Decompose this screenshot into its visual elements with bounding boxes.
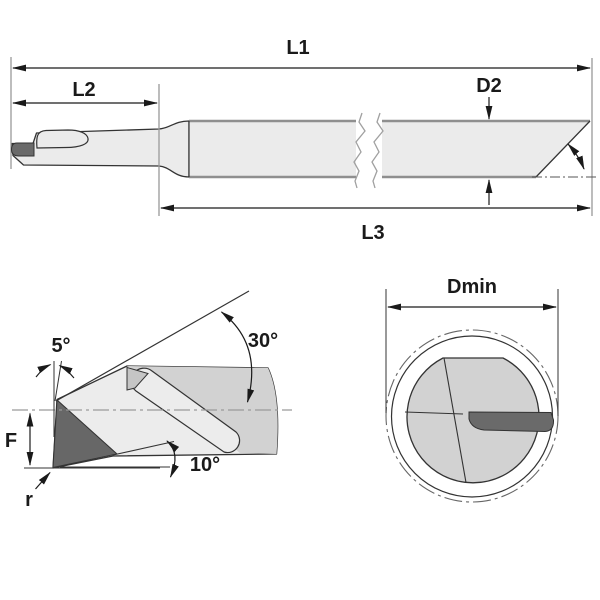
head-flute (36, 129, 89, 149)
break-squiggle-right (371, 112, 384, 189)
point-angle-label: 30° (248, 330, 278, 352)
point-angle-callout: 30° (55, 290, 278, 403)
back-taper-label: 5° (51, 335, 70, 357)
side-view: L1 L2 L3 D2 (10, 37, 597, 244)
f-label: F (5, 430, 17, 452)
dmin-label: Dmin (447, 276, 497, 298)
dimension-l1: L1 (12, 37, 591, 72)
dimension-f: F (5, 412, 160, 469)
clearance-angle-callout: 10° (60, 440, 220, 478)
section-chord-line (443, 357, 467, 483)
section-radius-line (404, 411, 464, 415)
cutting-edge-front (468, 411, 555, 433)
tool-shank (189, 121, 590, 177)
dimension-d2: D2 (476, 75, 502, 205)
l3-label: L3 (361, 222, 384, 244)
l1-label: L1 (286, 37, 309, 59)
l2-label: L2 (72, 79, 95, 101)
point-angle-line (55, 290, 250, 402)
cutting-insert (10, 142, 35, 157)
flute-corner-facet (126, 366, 149, 391)
tool-head (11, 120, 190, 178)
chamfer-edge (535, 120, 591, 178)
dimension-l2: L2 (12, 79, 158, 107)
detail-view: 30° 5° 10° F r (5, 290, 292, 511)
d2-label: D2 (476, 75, 502, 97)
r-label: r (25, 489, 33, 511)
break-squiggle-left (353, 112, 366, 189)
corner-radius-callout: r (25, 471, 51, 511)
insert-face (52, 398, 119, 469)
dimension-dmin: Dmin (385, 276, 559, 416)
front-view: Dmin (385, 276, 559, 503)
dimension-l3: L3 (160, 204, 591, 244)
back-taper-callout: 5° (35, 335, 75, 437)
chamfer-angle-callout (532, 143, 597, 178)
clearance-angle-label: 10° (190, 454, 220, 476)
